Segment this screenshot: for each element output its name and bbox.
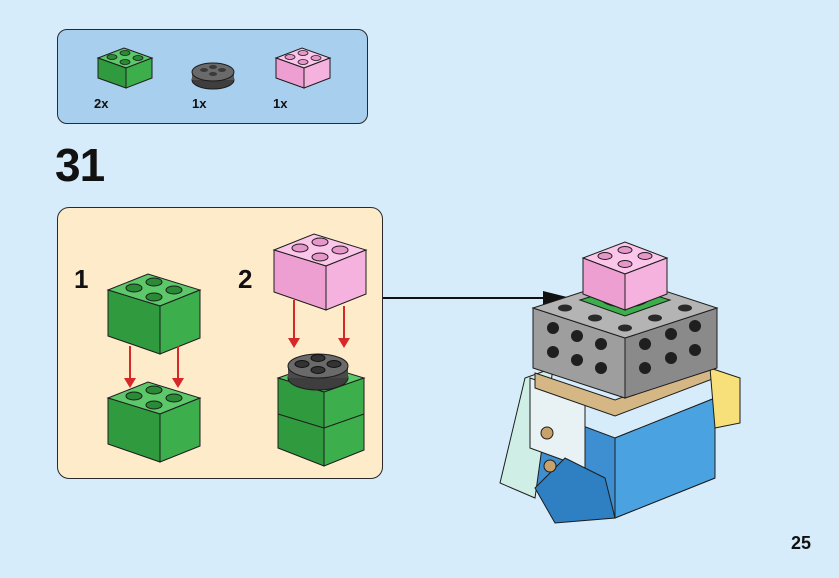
substep-2-illustration xyxy=(272,233,368,467)
gray-round-plate-icon xyxy=(191,62,235,90)
substep-label-2: 2 xyxy=(238,264,253,294)
substep-box: 1 2 xyxy=(57,207,383,479)
pink-brick-icon xyxy=(274,47,332,89)
step-number: 31 xyxy=(55,139,105,191)
substep-label-1: 1 xyxy=(74,264,89,294)
substep-1-illustration xyxy=(106,273,202,463)
green-brick-qty: 2x xyxy=(94,96,109,111)
pointer-arrow xyxy=(383,291,571,305)
green-brick-icon xyxy=(96,47,154,89)
gray-plate-qty: 1x xyxy=(192,96,207,111)
pink-brick-qty: 1x xyxy=(273,96,288,111)
brickheadz-model-illustration xyxy=(499,241,741,524)
page-number: 25 xyxy=(790,533,811,553)
parts-list-box: 2x 1x 1x xyxy=(57,29,368,124)
